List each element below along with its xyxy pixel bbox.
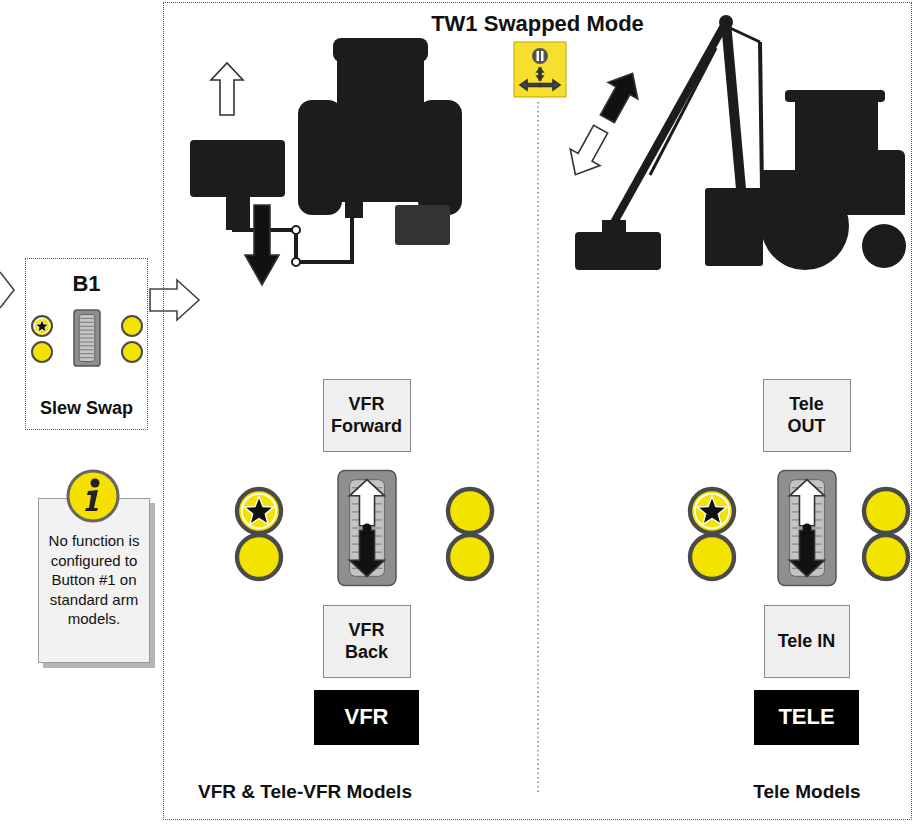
push-button bbox=[32, 342, 52, 362]
tractor-rear-view bbox=[190, 38, 462, 266]
joystick-icon bbox=[778, 471, 836, 586]
mode-icon bbox=[514, 42, 566, 97]
node-text: B1 bbox=[72, 271, 100, 297]
star-button bbox=[237, 489, 281, 533]
push-button bbox=[122, 342, 142, 362]
star-button bbox=[690, 489, 734, 533]
up-arrow bbox=[350, 480, 385, 526]
node-text: VFR Back bbox=[330, 619, 404, 664]
divider-line bbox=[537, 102, 538, 792]
node-text: Tele OUT bbox=[770, 393, 844, 438]
entry-arrow bbox=[0, 272, 14, 308]
mini-arrow bbox=[520, 80, 540, 90]
joystick-icon bbox=[74, 310, 100, 366]
mini-arrow bbox=[537, 68, 543, 80]
function-box: VFR Back bbox=[323, 605, 411, 678]
node-text: TELE bbox=[778, 704, 834, 730]
mode-label-box: TELE bbox=[754, 690, 859, 745]
push-button bbox=[690, 535, 734, 579]
down-arrow bbox=[790, 530, 825, 576]
info-note: No function is configured to Button #1 o… bbox=[38, 498, 150, 663]
joystick-icon bbox=[338, 471, 396, 586]
mode-label-box: VFR bbox=[314, 690, 419, 745]
lower-arrow bbox=[245, 205, 279, 285]
function-box: Tele OUT bbox=[763, 379, 851, 452]
node-text: No function is configured to Button #1 o… bbox=[45, 531, 143, 629]
tractor-side-view bbox=[575, 15, 906, 270]
extend-arrow bbox=[593, 65, 648, 127]
node-text: TW1 Swapped Mode bbox=[164, 11, 911, 37]
mode-panel: VFR ForwardVFR BackVFR Tele OUT Tele IN TEL… bbox=[163, 2, 912, 820]
info-icon bbox=[64, 467, 122, 525]
push-button bbox=[122, 316, 142, 336]
node-text: VFR Forward bbox=[330, 393, 404, 438]
push-button bbox=[864, 489, 908, 533]
function-box: Tele IN bbox=[764, 605, 850, 678]
mini-arrow bbox=[537, 68, 543, 80]
raise-arrow bbox=[211, 63, 243, 115]
node-text: Slew Swap bbox=[40, 398, 133, 419]
push-button bbox=[237, 535, 281, 579]
mini-arrow bbox=[540, 80, 560, 90]
push-button bbox=[448, 535, 492, 579]
block-arrow bbox=[150, 280, 199, 320]
node-text: Tele IN bbox=[778, 630, 836, 653]
retract-arrow bbox=[561, 121, 616, 183]
caption-label: Tele Models bbox=[697, 781, 917, 803]
node-text: VFR bbox=[345, 704, 389, 730]
up-arrow bbox=[790, 480, 825, 526]
down-arrow bbox=[350, 530, 385, 576]
button-box: B1Slew Swap bbox=[25, 258, 148, 430]
function-box: VFR Forward bbox=[323, 379, 411, 452]
push-button bbox=[864, 535, 908, 579]
star-button bbox=[32, 316, 52, 336]
caption-label: VFR & Tele-VFR Models bbox=[165, 781, 445, 803]
push-button bbox=[448, 489, 492, 533]
